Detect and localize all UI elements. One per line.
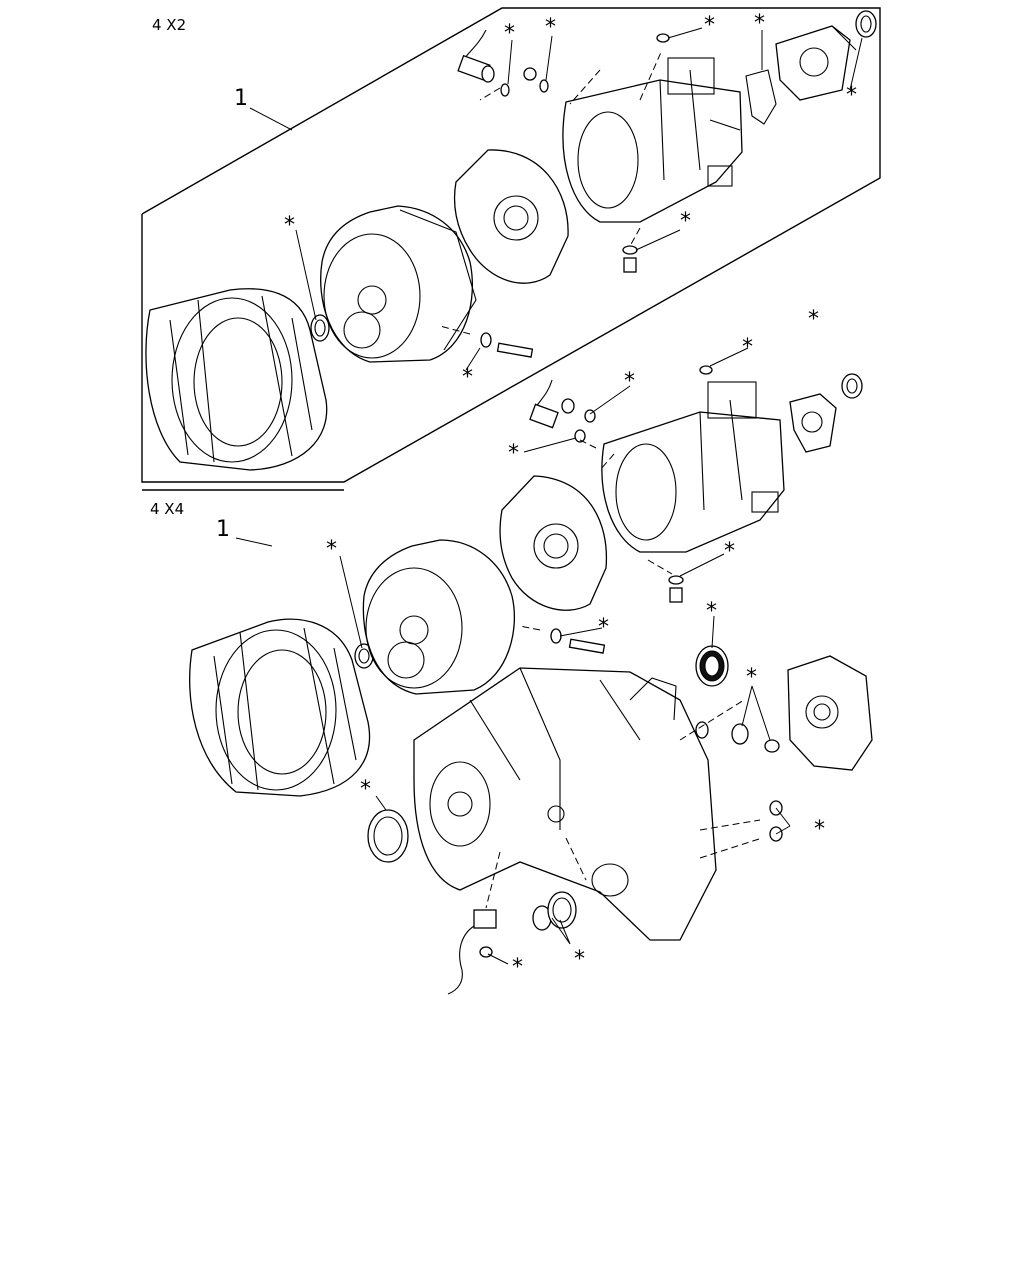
panel-4x4: 4 X4 1 — [142, 307, 873, 995]
small-washer-4x2 — [480, 33, 670, 358]
replacement-marker: * — [545, 15, 556, 40]
seal-ring-4x4 — [354, 643, 374, 669]
o-rings-4x4 — [532, 365, 783, 931]
output-seal-front — [367, 809, 409, 863]
rear-seal-4x2 — [855, 10, 877, 38]
rear-extension-4x2 — [775, 25, 857, 101]
clutch-housing-4x4 — [362, 539, 516, 695]
replacement-marker: * — [360, 777, 371, 802]
transfer-position-switch — [447, 909, 497, 995]
rear-seal-4x4 — [841, 373, 863, 399]
replacement-marker: * — [598, 615, 609, 640]
replacement-marker: * — [284, 213, 295, 238]
callout-number-4x4: 1 — [216, 517, 230, 542]
callout-number-4x2: 1 — [234, 86, 248, 111]
replacement-marker: * — [746, 665, 757, 690]
replacement-marker: * — [808, 307, 819, 332]
callout-leader-4x2 — [249, 107, 293, 131]
speed-sensor-4x4 — [529, 379, 575, 429]
adapter-plate-4x4 — [499, 475, 608, 611]
transfer-rear-cover — [787, 655, 873, 771]
bell-housing-4x2 — [145, 288, 328, 471]
replacement-marker: * — [326, 537, 337, 562]
replacement-marker: * — [846, 83, 857, 108]
transfer-case — [413, 667, 717, 941]
clutch-housing-4x2 — [320, 205, 477, 363]
replacement-marker: * — [814, 817, 825, 842]
gasket-4x2 — [745, 69, 777, 125]
rear-extension-4x4 — [789, 393, 837, 453]
variant-label-4x4: 4 X4 — [150, 500, 184, 518]
replacement-marker: * — [462, 365, 473, 390]
replacement-marker: * — [512, 955, 523, 980]
replacement-marker: * — [704, 13, 715, 38]
speed-sensor-4x2 — [457, 29, 495, 83]
panel-4x2: 4 X2 1 — [141, 7, 881, 483]
assembly-lines-4x4 — [485, 439, 763, 909]
bell-housing-4x4 — [189, 618, 371, 797]
output-seal-rear — [695, 645, 729, 687]
transmission-case-4x2 — [562, 57, 743, 223]
replacement-marker: * — [624, 369, 635, 394]
replacement-marker: * — [574, 947, 585, 972]
seal-ring-4x2 — [310, 314, 330, 342]
assembly-lines-4x2 — [439, 49, 663, 335]
replacement-marker: * — [680, 209, 691, 234]
variant-label-4x2: 4 X2 — [152, 16, 186, 34]
marker-leaders-4x2 — [295, 27, 863, 371]
panel-frame-4x2 — [141, 7, 881, 483]
replacement-marker: * — [508, 441, 519, 466]
marker-leaders-4x4 — [339, 347, 791, 965]
transmission-case-4x4 — [601, 381, 785, 553]
adapter-plate-4x2 — [453, 149, 569, 284]
callout-leader-4x4 — [235, 537, 273, 547]
replacement-marker: * — [724, 539, 735, 564]
replacement-marker: * — [742, 335, 753, 360]
replacement-marker: * — [504, 21, 515, 46]
replacement-marker: * — [754, 11, 765, 36]
replacement-marker: * — [706, 599, 717, 624]
